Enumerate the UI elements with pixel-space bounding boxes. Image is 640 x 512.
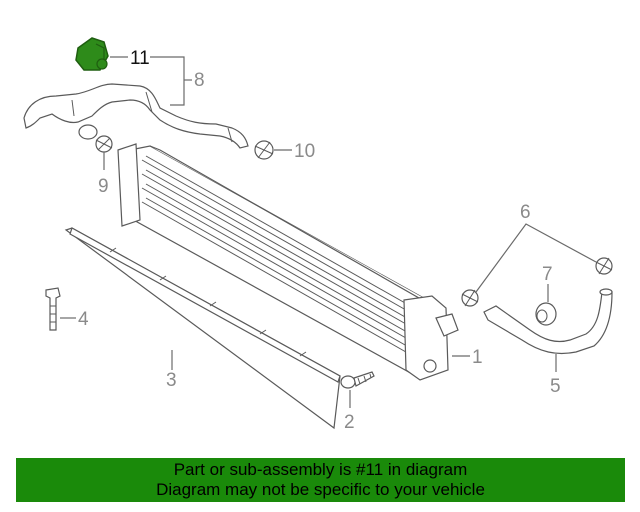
callout-4[interactable]: 4 [78,309,89,330]
leader-line-8-bracket [150,56,185,106]
parts-diagram: 11 8 9 10 1 3 [23,37,613,433]
callout-7[interactable]: 7 [542,264,553,285]
part-6-clamp-right[interactable] [595,257,613,275]
callout-1[interactable]: 1 [472,347,483,368]
callout-8[interactable]: 8 [194,70,205,91]
part-9-clamp[interactable] [95,135,113,153]
callout-11[interactable]: 11 [130,48,150,69]
leader-line-6 [475,223,597,293]
part-7-bushing[interactable] [535,302,557,326]
callout-6[interactable]: 6 [520,202,531,223]
banner-line-2: Diagram may not be specific to your vehi… [156,480,485,499]
info-banner: Part or sub-assembly is #11 in diagram D… [16,458,625,502]
part-8-hose[interactable] [23,83,249,149]
part-2-screw[interactable] [340,371,375,389]
part-5-hose[interactable] [483,288,613,355]
part-1-radiator[interactable] [117,143,459,381]
part-6-clamp-left[interactable] [461,289,479,307]
callout-5[interactable]: 5 [550,376,561,397]
banner-line-1: Part or sub-assembly is #11 in diagram [173,460,468,479]
part-10-clamp[interactable] [254,140,274,160]
callout-9[interactable]: 9 [98,176,109,197]
part-11-connector[interactable] [75,37,109,71]
callout-3[interactable]: 3 [166,370,177,391]
part-3-panel[interactable] [64,227,341,430]
part-4-clip[interactable] [45,287,61,331]
callout-10[interactable]: 10 [294,141,315,162]
callout-2[interactable]: 2 [344,412,355,433]
